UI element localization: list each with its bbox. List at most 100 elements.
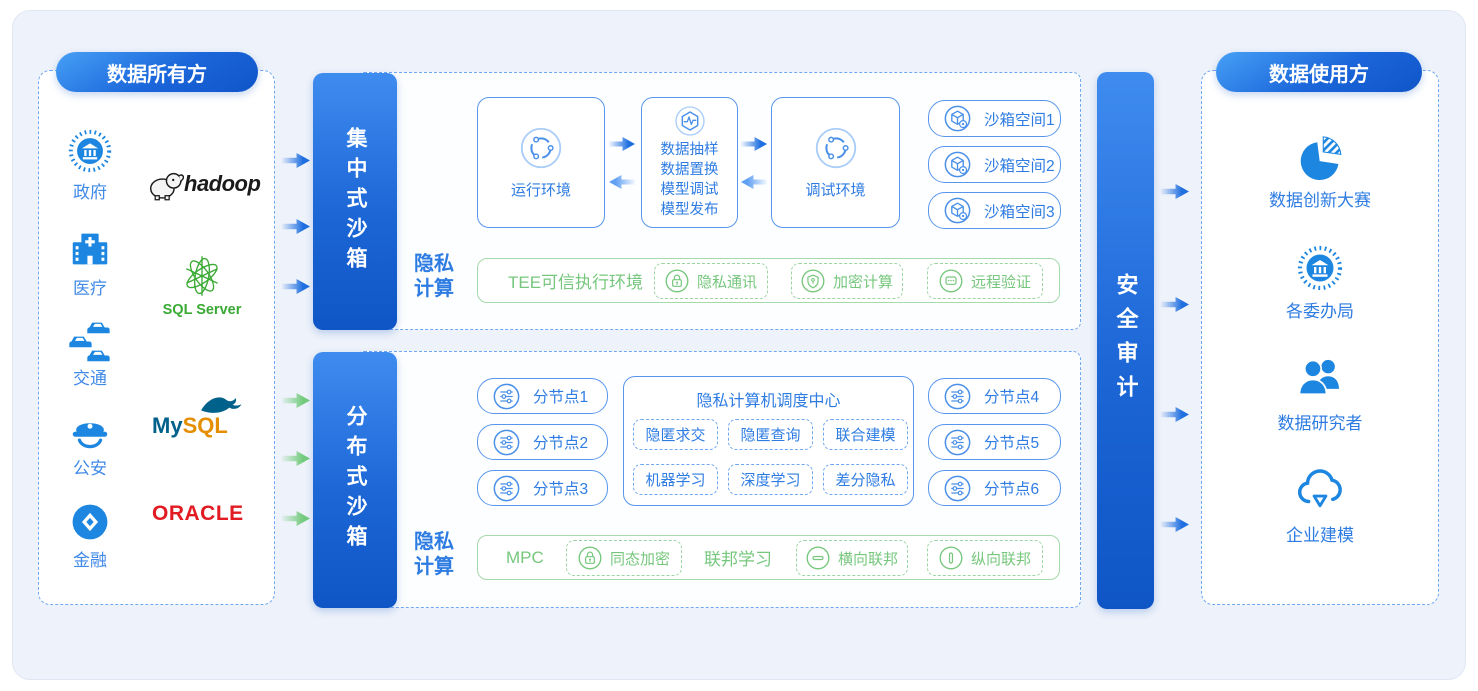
chip-label: 深度学习 [740, 472, 801, 489]
traffic-icon [66, 318, 114, 366]
arrow-owner-to-centralized-3 [282, 278, 310, 295]
finance-icon [68, 500, 112, 544]
sector-label-government: 政府 [73, 183, 107, 202]
sqlserver-logo-text: SQL Server [162, 302, 242, 318]
mysql-logo-text-my: My [152, 413, 183, 438]
hadoop-logo-text: hadoop [184, 171, 261, 196]
tee-chip-encrypted-compute: 加密计算 [791, 263, 903, 299]
hexagon-pulse-icon [674, 105, 706, 137]
sub-node-6-label: 分节点6 [984, 481, 1040, 498]
sliders-icon [493, 383, 520, 410]
mpc-chip-horizontal-federation: 横向联邦 [796, 540, 908, 576]
researchers-icon [1294, 352, 1346, 404]
arrow-run-to-pipeline [609, 136, 635, 152]
mpc-chip-homomorphic: 同态加密 [566, 540, 682, 576]
arrow-audit-to-users-4 [1161, 516, 1189, 533]
sliders-icon [944, 475, 971, 502]
cube-icon [944, 151, 971, 178]
mpc-chip-vertical-federation-label: 纵向联邦 [970, 550, 1031, 568]
sector-label-finance: 金融 [73, 551, 107, 570]
sandbox-space-3: 沙箱空间3 [928, 192, 1061, 229]
pipeline-step-permutation: 数据置换 [660, 162, 719, 178]
scheduler-chip-psi: 隐匿求交 [633, 419, 718, 450]
tee-chip-remote-attestation: 远程验证 [927, 263, 1043, 299]
hadoop-elephant-icon [148, 166, 184, 202]
sub-node-5: 分节点5 [928, 424, 1061, 460]
sqlserver-wireframe-icon [176, 250, 228, 302]
vertical-bar-icon [939, 546, 963, 570]
debug-environment-box: 调试环境 [771, 97, 900, 228]
sub-node-2-label: 分节点2 [533, 435, 589, 452]
pipeline-steps: 数据抽样 数据置换 模型调试 模型发布 [661, 141, 719, 220]
chip-label: 隐匿查询 [740, 427, 801, 444]
sandbox-space-3-label: 沙箱空间3 [984, 203, 1055, 221]
arrow-owner-to-distributed-2 [282, 450, 310, 467]
sub-node-2: 分节点2 [477, 424, 608, 460]
mpc-chip-horizontal-federation-label: 横向联邦 [837, 550, 898, 568]
sync-circle-icon [814, 126, 858, 170]
tee-chip-encrypted-compute-label: 加密计算 [832, 273, 893, 291]
pipeline-step-model-release: 模型发布 [660, 202, 719, 218]
pipeline-box: 数据抽样 数据置换 模型调试 模型发布 [641, 97, 738, 228]
sliders-icon [944, 429, 971, 456]
pipeline-step-model-debug: 模型调试 [660, 182, 719, 198]
sector-label-medical: 医疗 [73, 279, 107, 298]
sub-node-1: 分节点1 [477, 378, 608, 414]
chip-label: 机器学习 [645, 472, 706, 489]
arrow-owner-to-distributed-3 [282, 510, 310, 527]
distributed-sandbox-bar: 分布式沙箱 [313, 352, 397, 608]
mpc-label: MPC [506, 547, 544, 567]
arrow-debug-to-pipeline [741, 174, 767, 190]
data-owners-title: 数据所有方 [56, 52, 258, 92]
pipeline-step-sampling: 数据抽样 [660, 142, 719, 158]
oracle-logo-text: ORACLE [152, 502, 244, 525]
pie-chart-icon [1294, 132, 1346, 184]
hospital-icon [67, 226, 113, 272]
mpc-chip-homomorphic-label: 同态加密 [609, 550, 670, 568]
user-label-innovation-contest: 数据创新大赛 [1269, 191, 1371, 210]
sandbox-space-1-label: 沙箱空间1 [984, 111, 1055, 129]
tee-label: TEE可信执行环境 [508, 273, 644, 292]
government-icon [1296, 244, 1344, 292]
data-users-title-label: 数据使用方 [1269, 63, 1369, 86]
run-environment-label: 运行环境 [510, 181, 571, 199]
federated-learning-label: 联邦学习 [704, 550, 772, 569]
arrow-owner-to-distributed-1 [282, 392, 310, 409]
chip-label: 差分隐私 [835, 472, 896, 489]
data-users-panel [1201, 70, 1439, 605]
user-label-bureaus: 各委办局 [1286, 302, 1354, 321]
scheduler-chip-joint-modeling: 联合建模 [823, 419, 908, 450]
chip-label: 隐匿求交 [645, 427, 706, 444]
mysql-logo: My SQL [152, 413, 228, 439]
sliders-icon [493, 475, 520, 502]
security-audit-bar: 安全审计 [1097, 72, 1154, 609]
lock-icon [665, 269, 689, 293]
arrow-owner-to-centralized-2 [282, 218, 310, 235]
sector-label-police: 公安 [73, 459, 107, 478]
centralized-sandbox-bar-label: 集中式沙箱 [344, 126, 367, 277]
distributed-sandbox-bar-label: 分布式沙箱 [344, 405, 367, 555]
scheduler-chip-deep-learning: 深度学习 [728, 464, 813, 495]
privacy-computing-label-bottom: 隐私计算 [414, 531, 454, 578]
arrow-audit-to-users-3 [1161, 406, 1189, 423]
mysql-logo-text-sql: SQL [182, 413, 228, 438]
sub-node-1-label: 分节点1 [533, 389, 589, 406]
sliders-icon [944, 383, 971, 410]
sub-node-3-label: 分节点3 [533, 481, 589, 498]
message-icon [939, 269, 963, 293]
tee-chip-remote-attestation-label: 远程验证 [970, 273, 1031, 291]
scheduler-chip-machine-learning: 机器学习 [633, 464, 718, 495]
sub-node-4: 分节点4 [928, 378, 1061, 414]
shield-icon [801, 269, 825, 293]
privacy-computing-label-top: 隐私计算 [414, 253, 454, 300]
sandbox-space-2-label: 沙箱空间2 [984, 157, 1055, 175]
lock-icon [578, 546, 602, 570]
scheduler-chip-pir: 隐匿查询 [728, 419, 813, 450]
tee-privacy-row: TEE可信执行环境 隐私通讯 加密计算 远程验证 [477, 258, 1060, 303]
arrow-owner-to-centralized-1 [282, 152, 310, 169]
debug-environment-label: 调试环境 [805, 181, 866, 199]
mpc-privacy-row: MPC 同态加密 联邦学习 横向联邦 纵向联邦 [477, 535, 1060, 580]
user-label-enterprise-modeling: 企业建模 [1286, 526, 1354, 545]
oracle-logo: ORACLE [152, 502, 244, 526]
